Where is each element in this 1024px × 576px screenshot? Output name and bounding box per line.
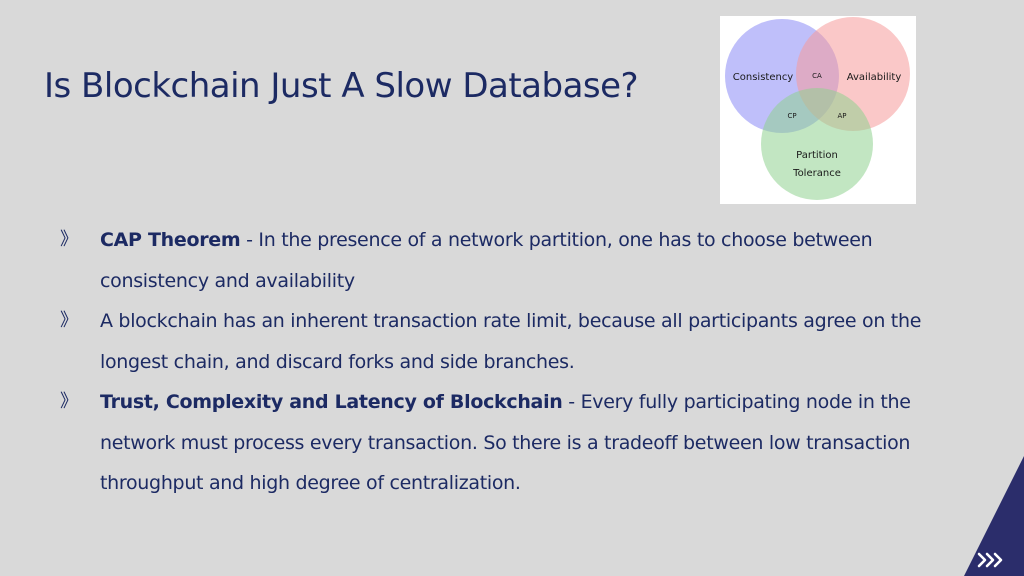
corner-svg — [964, 456, 1024, 576]
availability-label: Availability — [847, 72, 902, 83]
bullet-text: - In the presence of a network partition… — [100, 229, 873, 292]
corner-triangle — [964, 456, 1024, 576]
bullet-marker-icon: 》 — [60, 229, 78, 250]
bullet-marker-icon: 》 — [60, 391, 78, 412]
partition-circle — [761, 88, 873, 200]
bullet-heading: CAP Theorem — [100, 229, 241, 251]
partition-label-line2: Tolerance — [792, 168, 841, 179]
cp-label: CP — [787, 112, 796, 120]
corner-decoration — [964, 456, 1024, 576]
bullet-item: 》 CAP Theorem - In the presence of a net… — [60, 220, 980, 301]
venn-svg: Consistency Availability CA CP AP Partit… — [725, 17, 910, 200]
bullet-item: 》 Trust, Complexity and Latency of Block… — [60, 382, 980, 504]
bullet-heading: Trust, Complexity and Latency of Blockch… — [100, 391, 563, 413]
cap-venn-diagram: Consistency Availability CA CP AP Partit… — [720, 16, 916, 204]
bullet-marker-icon: 》 — [60, 310, 78, 331]
slide-title: Is Blockchain Just A Slow Database? — [44, 66, 639, 106]
consistency-label: Consistency — [733, 72, 794, 83]
bullet-text: A blockchain has an inherent transaction… — [100, 310, 922, 373]
double-chevron-right-icon — [977, 552, 1003, 568]
bullet-text: - Every fully participating node in the … — [100, 391, 911, 494]
ca-label: CA — [812, 72, 822, 80]
ap-label: AP — [837, 112, 846, 120]
bullet-list: 》 CAP Theorem - In the presence of a net… — [60, 220, 980, 504]
partition-label-line1: Partition — [796, 150, 838, 161]
bullet-item: 》 A blockchain has an inherent transacti… — [60, 301, 980, 382]
